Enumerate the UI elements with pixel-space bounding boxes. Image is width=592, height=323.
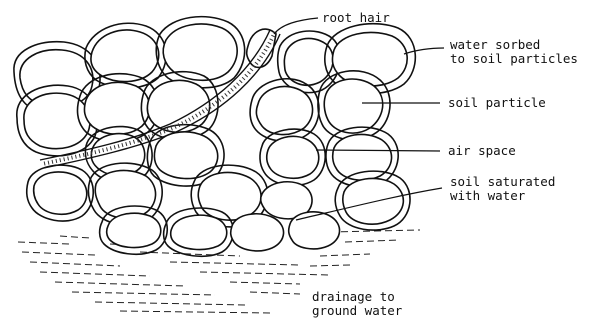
label-water-sorbed: water sorbed to soil particles	[450, 38, 578, 66]
label-water-sorbed-line1: water sorbed	[450, 38, 578, 52]
label-soil-saturated: soil saturated with water	[450, 175, 555, 203]
soil-particles	[14, 17, 415, 257]
label-drainage-line2: ground water	[312, 304, 402, 318]
label-root-hair: root hair	[322, 11, 390, 25]
label-soil-particle: soil particle	[448, 96, 546, 110]
label-water-sorbed-line2: to soil particles	[450, 52, 578, 66]
label-drainage: drainage to ground water	[312, 290, 402, 318]
label-soil-saturated-line1: soil saturated	[450, 175, 555, 189]
label-air-space: air space	[448, 144, 516, 158]
label-drainage-line1: drainage to	[312, 290, 402, 304]
water-sorbed-leader	[404, 48, 444, 54]
label-soil-saturated-line2: with water	[450, 189, 555, 203]
